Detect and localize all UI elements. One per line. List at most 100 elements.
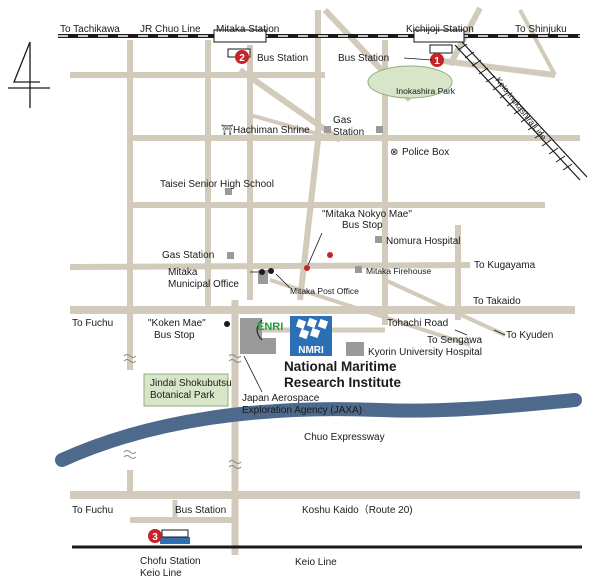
chuo-expressway-path bbox=[55, 393, 582, 467]
break-mark bbox=[228, 359, 242, 363]
bus-station-1-box bbox=[429, 44, 453, 54]
jindai-park-area bbox=[143, 373, 229, 407]
nmri-name-line-1: National Maritime bbox=[284, 359, 397, 374]
kyorin-building bbox=[346, 342, 364, 356]
nokyo-bus-stop-label-1: "Mitaka Nokyo Mae" bbox=[322, 209, 412, 220]
post-office-label: Mitaka Post Office bbox=[290, 286, 359, 296]
koshu-kaido-label: Koshu Kaido（Route 20) bbox=[302, 504, 413, 516]
jaxa-label-1: Japan Aerospace bbox=[242, 393, 320, 404]
post-office-dot bbox=[268, 268, 274, 274]
bus-station-3-box bbox=[161, 529, 189, 538]
black-markers bbox=[224, 268, 274, 327]
building bbox=[225, 188, 232, 195]
nomura-hospital-label: Nomura Hospital bbox=[386, 236, 460, 247]
break-mark bbox=[228, 460, 242, 464]
svg-text:ENRI: ENRI bbox=[257, 321, 283, 333]
bus-station-marker-1: 1 bbox=[430, 53, 444, 67]
break-mark bbox=[123, 354, 137, 358]
building bbox=[324, 126, 331, 133]
road bbox=[69, 262, 471, 270]
enri-logo: ENRI bbox=[256, 319, 283, 341]
bus-station-1-label: Bus Station bbox=[338, 53, 389, 64]
chofu-station-label: Chofu Station bbox=[140, 556, 201, 567]
break-mark bbox=[228, 354, 242, 358]
to-fuchu-mid-label: To Fuchu bbox=[72, 318, 113, 329]
jindai-park-label-2: Botanical Park bbox=[150, 390, 215, 401]
nmri-name-line-2: Research Institute bbox=[284, 375, 402, 390]
inokashira-park-area bbox=[367, 65, 453, 99]
svg-text:1: 1 bbox=[434, 56, 440, 67]
building bbox=[355, 266, 362, 273]
municipal-office-label-1: Mitaka bbox=[168, 267, 198, 278]
keio-inokashira-line bbox=[454, 41, 588, 181]
leader-lines bbox=[243, 57, 506, 393]
police-box-icon: ⊗ bbox=[390, 147, 398, 158]
taisei-school-label: Taisei Senior High School bbox=[160, 179, 274, 190]
kichijoji-station-box bbox=[413, 29, 465, 43]
to-sengawa-label: To Sengawa bbox=[427, 335, 482, 346]
break-mark bbox=[123, 359, 137, 363]
gas-station-mid-label: Gas Station bbox=[162, 250, 214, 261]
mitaka-firehouse-label: Mitaka Firehouse bbox=[366, 266, 431, 276]
break-mark bbox=[228, 465, 242, 469]
jindai-park-label-1: Jindai Shokubutsu bbox=[150, 378, 232, 389]
bus-stop-dot bbox=[304, 265, 310, 271]
bus-station-2-label: Bus Station bbox=[257, 53, 308, 64]
building bbox=[376, 126, 383, 133]
break-mark bbox=[123, 450, 137, 454]
buildings bbox=[225, 126, 383, 356]
koken-bus-stop-label-1: "Koken Mae" bbox=[148, 318, 206, 329]
tohachi-road-label: Tohachi Road bbox=[387, 318, 448, 329]
bus-station-3-label: Bus Station bbox=[175, 505, 226, 516]
mitaka-station-label: Mitaka Station bbox=[216, 24, 279, 35]
gas-station-top-label-1: Gas bbox=[333, 115, 351, 126]
nmri-logo: NMRI bbox=[290, 316, 332, 356]
keio-inokashira-line-label: Keio Inokashira Line bbox=[493, 75, 548, 142]
bus-station-marker-3: 3 bbox=[148, 529, 162, 543]
kyorin-hospital-label: Kyorin University Hospital bbox=[368, 347, 482, 358]
svg-text:2: 2 bbox=[239, 53, 245, 64]
building bbox=[227, 252, 234, 259]
mitaka-station-box bbox=[213, 29, 267, 43]
road bbox=[518, 9, 557, 76]
to-kugayama-label: To Kugayama bbox=[474, 260, 536, 271]
bus-stop-dot bbox=[327, 252, 333, 258]
svg-text:3: 3 bbox=[152, 532, 158, 543]
to-takaido-label: To Takaido bbox=[473, 296, 521, 307]
gas-station-top-label-2: Station bbox=[333, 127, 364, 138]
road-break-marks bbox=[123, 354, 242, 469]
road bbox=[297, 139, 321, 301]
hachiman-shrine-label: Hachiman Shrine bbox=[233, 125, 310, 136]
koken-bus-stop-label-2: Bus Stop bbox=[154, 330, 195, 341]
svg-text:NMRI: NMRI bbox=[298, 345, 324, 356]
hachiman-shrine-icon: ⛩ bbox=[221, 124, 234, 136]
bus-stop-markers bbox=[304, 252, 333, 271]
municipal-office-dot bbox=[259, 269, 265, 275]
jr-chuo-line-label: JR Chuo Line bbox=[140, 24, 201, 35]
koken-bus-stop-dot bbox=[224, 321, 230, 327]
to-kyuden-label: To Kyuden bbox=[506, 330, 553, 341]
building bbox=[262, 338, 276, 354]
to-fuchu-bottom-label: To Fuchu bbox=[72, 505, 113, 516]
chuo-expressway-label: Chuo Expressway bbox=[304, 432, 385, 443]
road bbox=[434, 57, 556, 78]
nokyo-bus-stop-label-2: Bus Stop bbox=[342, 220, 383, 231]
to-shinjuku-label: To Shinjuku bbox=[515, 24, 567, 35]
break-mark bbox=[123, 455, 137, 459]
north-arrow-icon bbox=[8, 41, 50, 108]
inokashira-park-label: Inokashira Park bbox=[396, 86, 456, 96]
police-box-label: Police Box bbox=[402, 147, 449, 158]
to-tachikawa-label: To Tachikawa bbox=[60, 24, 120, 35]
chofu-station-box bbox=[160, 537, 190, 544]
kichijoji-station-label: Kichijoji Station bbox=[406, 24, 474, 35]
jaxa-building bbox=[240, 318, 262, 354]
chofu-keio-line-label: Keio Line bbox=[140, 568, 182, 579]
keio-line-label: Keio Line bbox=[295, 557, 337, 568]
bus-station-marker-2: 2 bbox=[235, 50, 249, 64]
jaxa-label-2: Exploration Agency (JAXA) bbox=[242, 405, 362, 416]
road bbox=[238, 67, 342, 143]
building bbox=[375, 236, 382, 243]
building bbox=[258, 270, 268, 284]
